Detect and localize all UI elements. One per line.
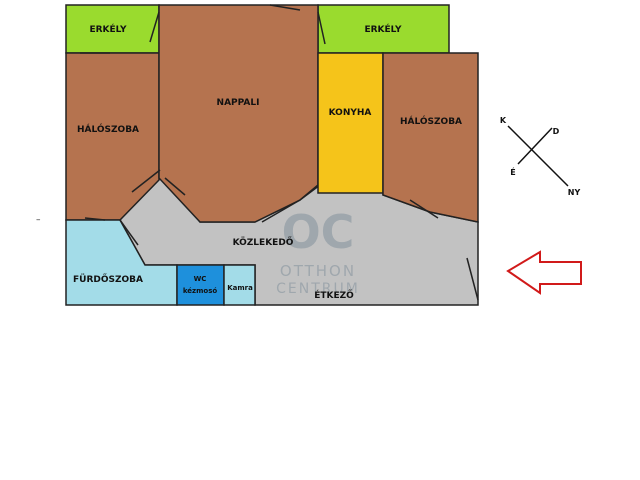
compass-north: É [510,166,515,177]
compass: K D É NY [500,116,581,197]
label-corridor: KÖZLEKEDŐ [233,237,294,248]
kitchen [317,52,384,194]
label-balcony-right: ERKÉLY [364,23,402,35]
stray-mark: – [36,215,41,225]
wc [176,264,225,306]
bedroom-left [65,52,160,221]
label-bedroom-left: HÁLÓSZOBA [77,123,139,135]
left-arrow-icon [506,250,582,295]
watermark-line1: OTTHON [280,262,356,280]
label-pantry: Kamra [227,284,253,292]
door-lines [80,4,479,301]
bedroom-right [382,52,479,223]
compass-east: K [500,116,507,125]
compass-south: D [553,127,560,136]
balcony-left [65,4,160,54]
label-bedroom-right: HÁLÓSZOBA [400,115,462,127]
compass-west: NY [568,188,581,197]
watermark-logo: OC [282,205,355,259]
watermark-line2: CENTRUM [276,281,360,297]
watermark: OC OTTHON CENTRUM [276,205,360,297]
living-room [158,4,319,223]
compass-line-nw-se [507,125,569,187]
label-wc: WC [194,275,207,283]
label-bathroom: FÜRDŐSZOBA [73,274,143,285]
compass-line-ne-sw [517,127,553,165]
pantry [223,264,256,306]
label-kitchen: KONYHA [329,108,372,118]
label-wc-sink: kézmosó [183,287,218,295]
label-balcony-left: ERKÉLY [89,23,127,35]
balcony-right [317,4,450,54]
label-living-room: NAPPALI [217,98,260,108]
label-dining: ÉTKEZŐ [314,289,354,301]
